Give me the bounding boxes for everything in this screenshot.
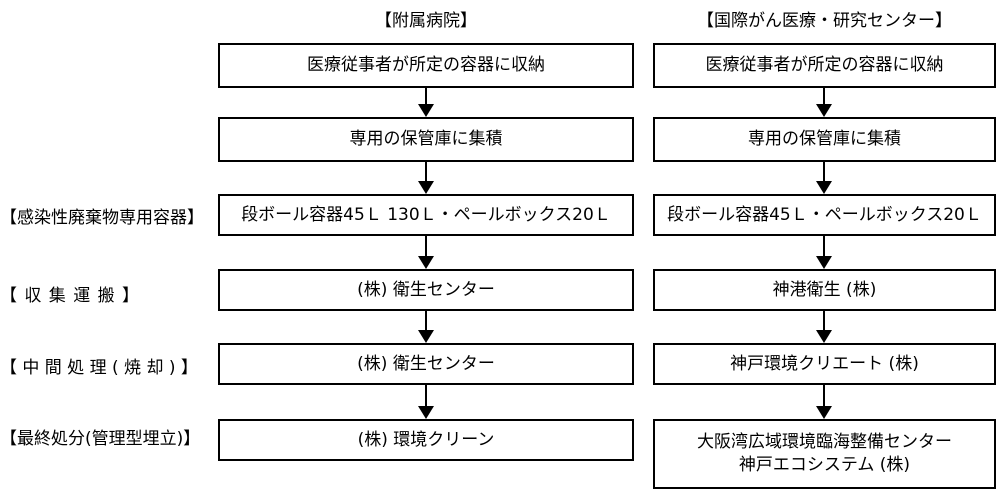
center-step-2: 専用の保管庫に集積: [653, 117, 996, 162]
flow-arrow: [816, 236, 832, 269]
hospital-step-5: (株) 衛生センター: [218, 343, 634, 385]
flow-arrow: [418, 162, 434, 194]
center-step-4: 神港衛生 (株): [653, 269, 996, 311]
flow-arrow: [816, 162, 832, 194]
center-step-5: 神戸環境クリエート (株): [653, 343, 996, 385]
column-title-cancer-center: 【国際がん医療・研究センター】: [697, 11, 952, 31]
hospital-step-2: 専用の保管庫に集積: [218, 117, 634, 162]
column-title-hospital: 【附属病院】: [375, 11, 477, 31]
row-label-final-disposal: 【最終処分(管理型埋立)】: [0, 429, 201, 449]
flow-arrow: [418, 88, 434, 117]
flow-arrow: [418, 236, 434, 269]
center-step-1: 医療従事者が所定の容器に収納: [653, 43, 996, 88]
row-label-collection-transport: 【 収 集 運 搬 】: [0, 286, 141, 306]
hospital-step-1: 医療従事者が所定の容器に収納: [218, 43, 634, 88]
center-step-6: 大阪湾広域環境臨海整備センター 神戸エコシステム (株): [653, 419, 996, 489]
hospital-step-3: 段ボール容器45Ｌ 130Ｌ・ペールボックス20Ｌ: [218, 194, 634, 236]
row-label-intermediate-treatment: 【 中 間 処 理 ( 焼 却 ) 】: [0, 358, 198, 378]
flow-arrow: [418, 311, 434, 343]
center-step-3: 段ボール容器45Ｌ・ペールボックス20Ｌ: [653, 194, 996, 236]
row-label-container: 【感染性廃棄物専用容器】: [0, 208, 204, 228]
flow-arrow: [418, 385, 434, 419]
flow-arrow: [816, 385, 832, 419]
flow-arrow: [816, 88, 832, 117]
flow-arrow: [816, 311, 832, 343]
hospital-step-4: (株) 衛生センター: [218, 269, 634, 311]
hospital-step-6: (株) 環境クリーン: [218, 419, 634, 461]
